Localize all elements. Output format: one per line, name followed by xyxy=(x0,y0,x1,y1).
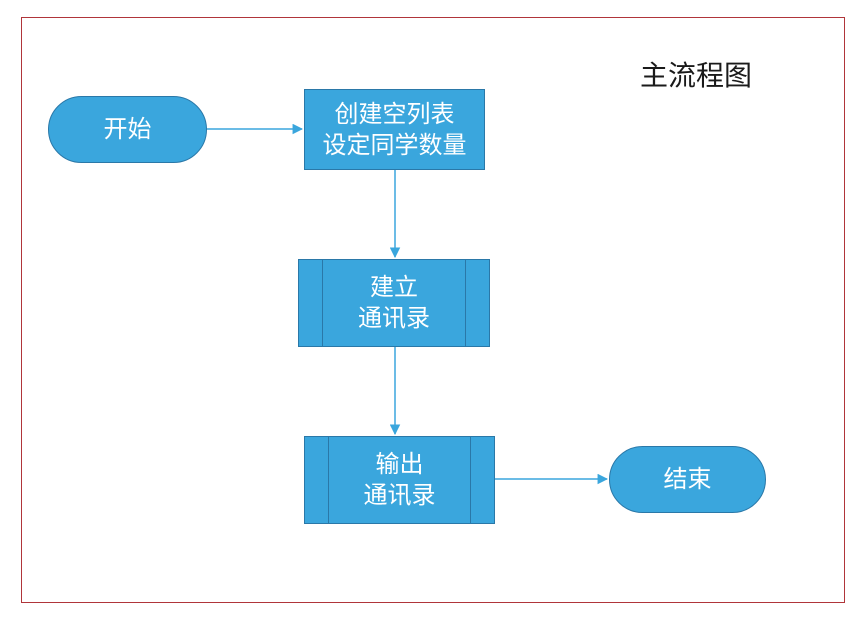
diagram-title: 主流程图 xyxy=(640,59,753,92)
node-output-contacts: 输出 通讯录 xyxy=(304,436,495,524)
node-create-list-line-2: 设定同学数量 xyxy=(322,130,467,159)
node-output-contacts-line-2: 通讯录 xyxy=(363,481,436,509)
node-build-contacts-line-1: 建立 xyxy=(370,273,418,301)
node-build-contacts-line-2: 通讯录 xyxy=(358,304,430,332)
node-create-list: 创建空列表 设定同学数量 xyxy=(304,89,485,170)
node-output-contacts-line-1: 输出 xyxy=(375,450,424,478)
node-end-label: 结束 xyxy=(663,465,712,493)
node-create-list-line-1: 创建空列表 xyxy=(334,99,455,128)
node-end: 结束 xyxy=(609,446,766,513)
node-start: 开始 xyxy=(48,96,207,163)
node-start-label: 开始 xyxy=(103,115,152,143)
diagram-frame xyxy=(21,17,845,603)
node-build-contacts: 建立 通讯录 xyxy=(298,259,490,347)
